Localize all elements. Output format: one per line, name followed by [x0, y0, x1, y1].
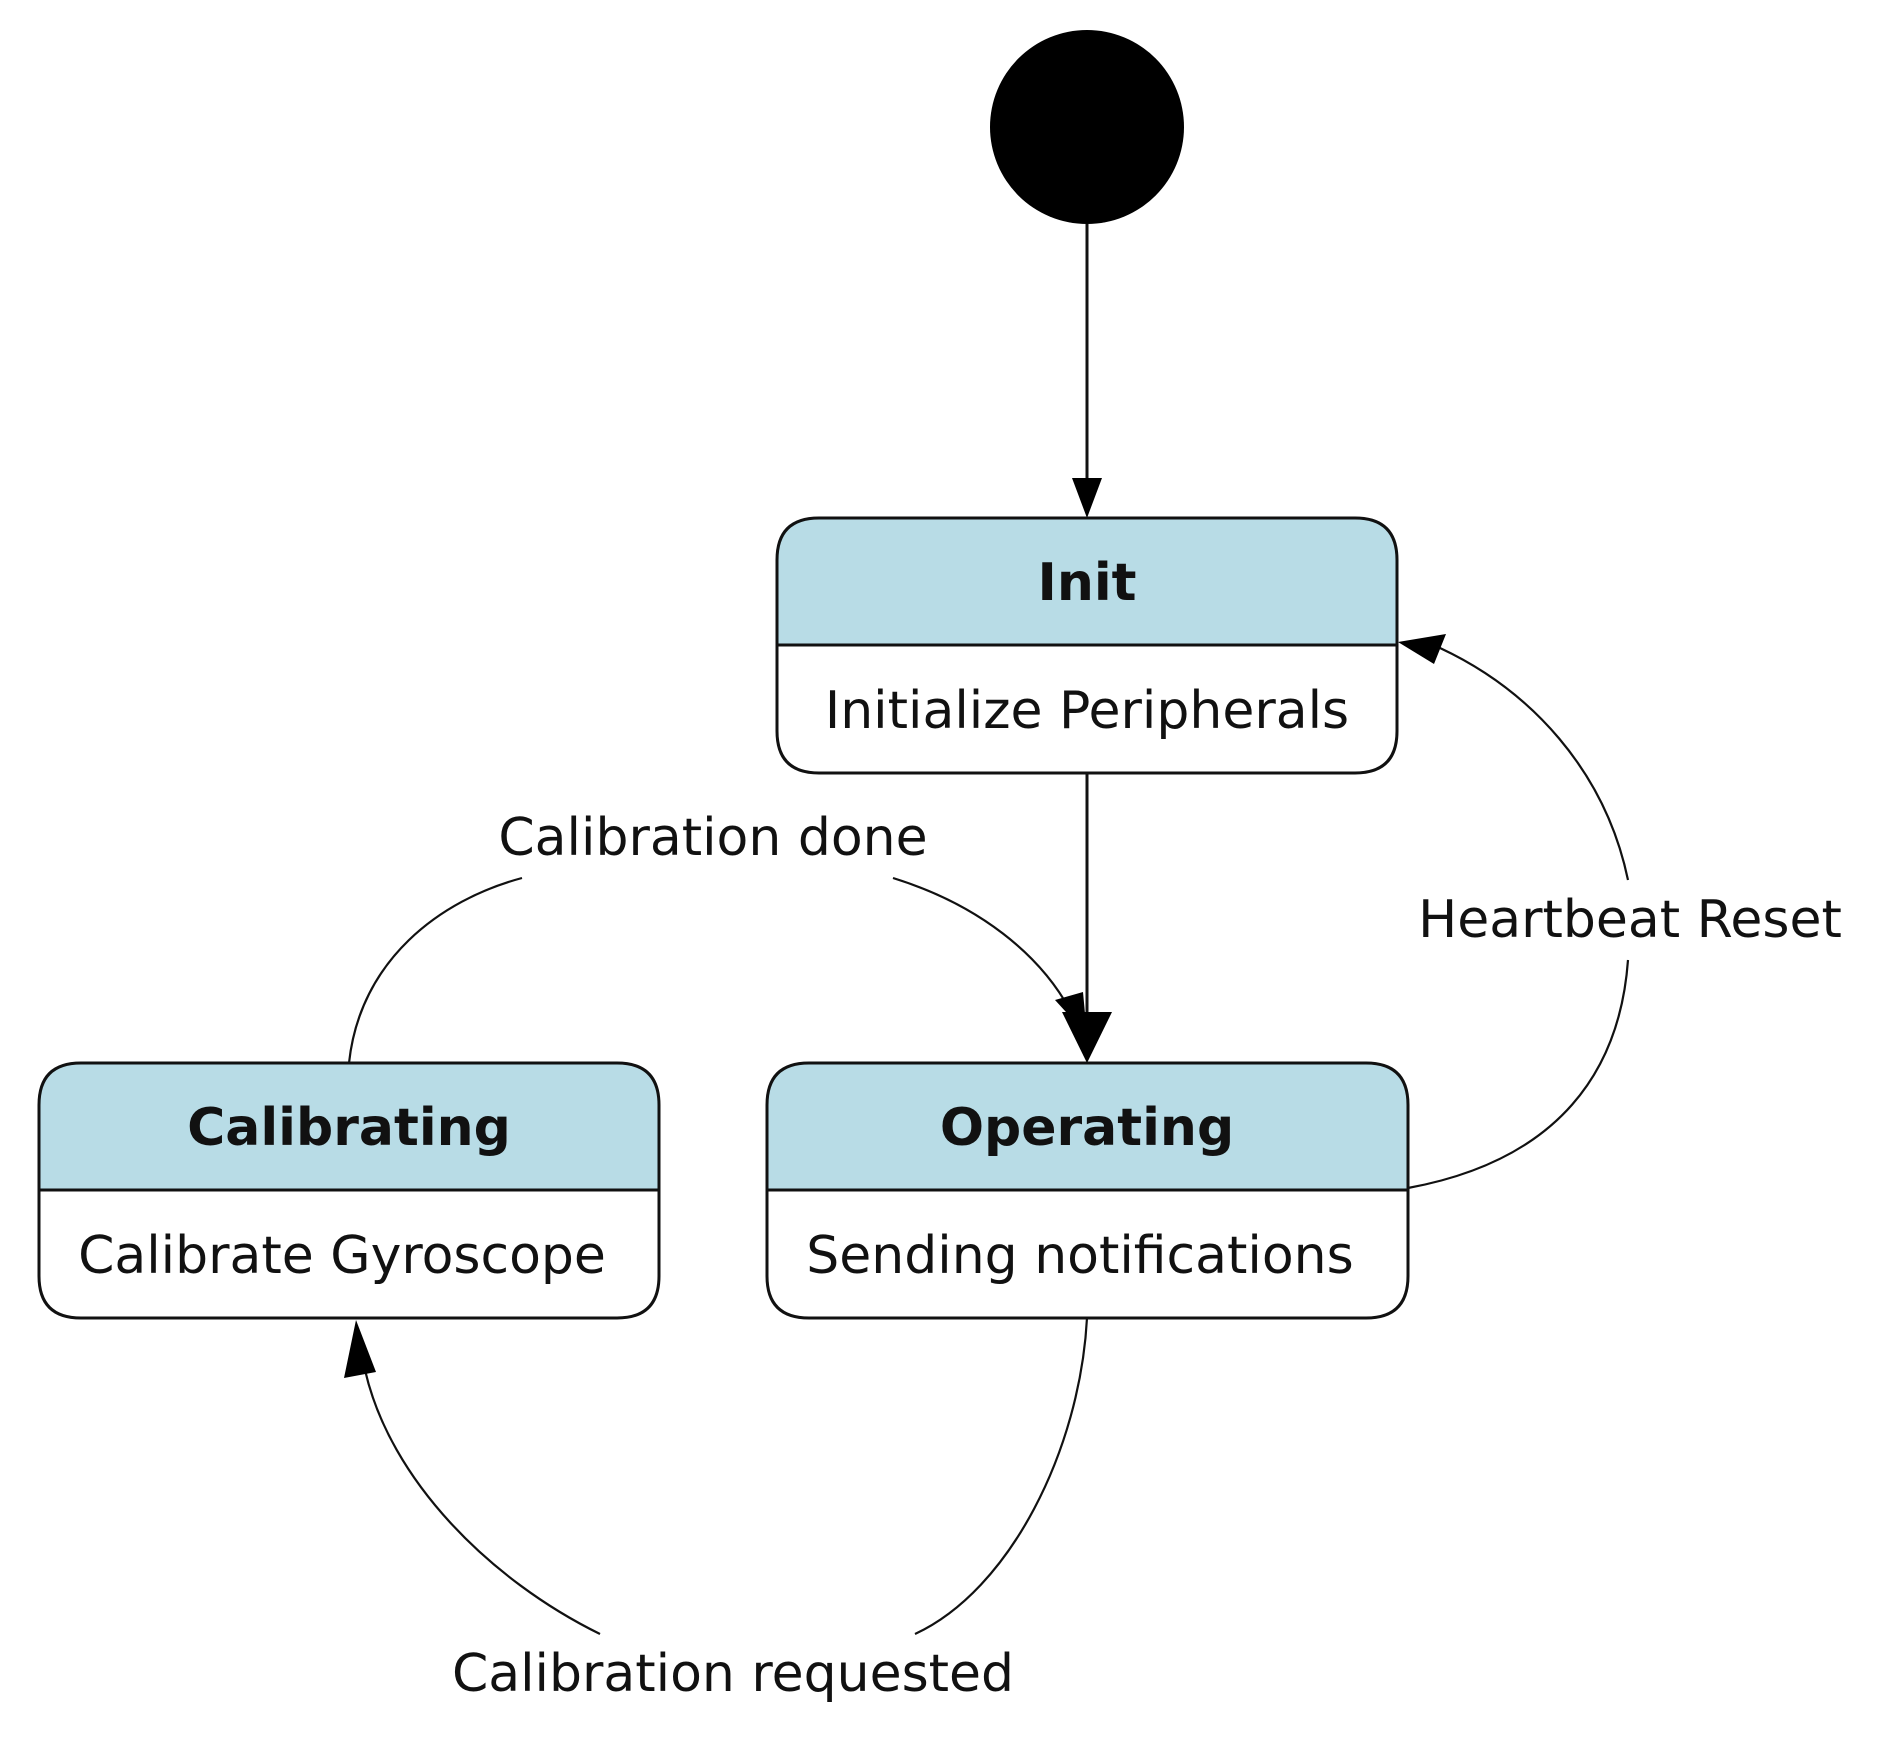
state-operating-header — [765, 1061, 1410, 1192]
state-operating-body — [765, 1188, 1410, 1320]
state-init-activity: Initialize Peripherals — [825, 681, 1349, 741]
arrowhead-calibrating-to-operating — [1055, 992, 1087, 1035]
initial-state-node — [990, 30, 1184, 224]
state-init-header — [775, 516, 1399, 647]
arrowhead-operating-to-init — [1398, 634, 1446, 664]
transition-operating-to-calibrating — [914, 1317, 1089, 1635]
transition-operating-to-calibrating-tail — [363, 1369, 601, 1635]
state-calibrating-body — [37, 1188, 661, 1320]
arrowhead-init-to-operating — [1062, 1012, 1112, 1063]
state-operating-activity: Sending notifications — [806, 1226, 1353, 1286]
label-calibration-done: Calibration done — [498, 808, 927, 868]
transition-calibrating-to-operating — [347, 876, 523, 1064]
state-operating: Operating Sending notifications — [765, 1061, 1410, 1320]
transition-calibrating-to-operating-tail — [892, 876, 1071, 1011]
state-operating-title: Operating — [940, 1098, 1234, 1158]
state-calibrating-title: Calibrating — [187, 1098, 511, 1158]
label-heartbeat-reset: Heartbeat Reset — [1418, 890, 1842, 950]
state-calibrating-activity: Calibrate Gyroscope — [78, 1226, 606, 1286]
label-calibration-requested: Calibration requested — [452, 1644, 1014, 1704]
state-init-body — [775, 643, 1399, 775]
arrowhead-operating-to-calibrating — [344, 1320, 376, 1378]
transition-operating-to-init-tail — [1439, 647, 1630, 881]
state-init: Init Initialize Peripherals — [775, 516, 1399, 775]
arrowhead-start-to-init — [1072, 478, 1102, 518]
transition-operating-to-init — [1407, 959, 1630, 1190]
state-calibrating-header — [37, 1061, 661, 1192]
state-init-title: Init — [1037, 553, 1136, 613]
state-calibrating: Calibrating Calibrate Gyroscope — [37, 1061, 661, 1320]
